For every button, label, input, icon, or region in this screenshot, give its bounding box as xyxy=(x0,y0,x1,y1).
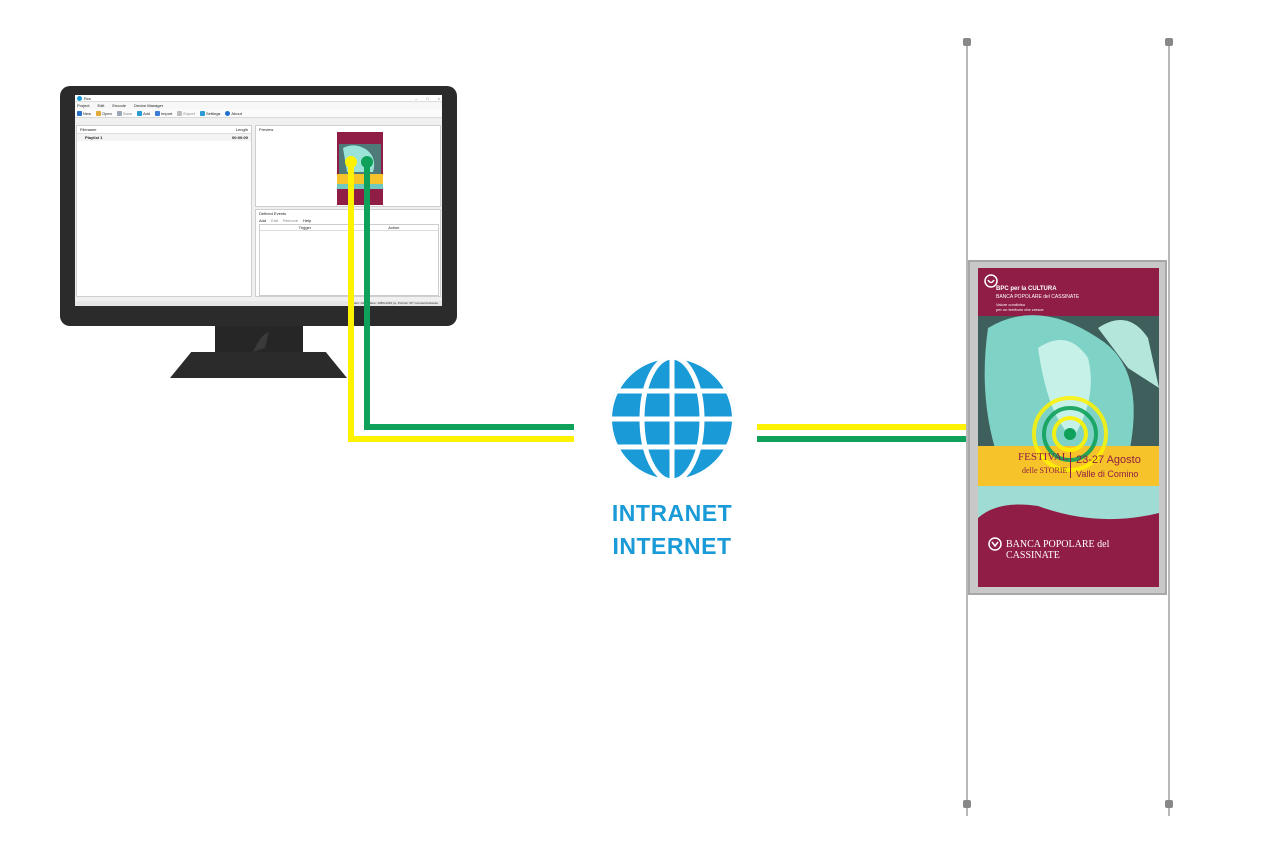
monitor-base xyxy=(170,352,347,378)
hanging-cable-left xyxy=(966,40,968,816)
export-button[interactable]: Export xyxy=(177,110,195,116)
window-title: Rcs xyxy=(84,95,91,101)
poster-org-title: BPC per la CULTURA xyxy=(996,286,1057,292)
yellow-wire-endpoint xyxy=(345,156,357,168)
festival-divider xyxy=(1070,452,1071,478)
digital-poster: BPC per la CULTURA BANCA POPOLARE del CA… xyxy=(978,268,1159,587)
length-column: Length xyxy=(235,127,248,132)
save-icon xyxy=(116,110,122,116)
green-wire-vertical xyxy=(364,160,370,430)
festival-title: FESTIVAL xyxy=(1018,451,1069,463)
event-edit-button[interactable]: Edit xyxy=(271,218,279,223)
yellow-wire-right xyxy=(757,424,1067,430)
export-label: Export xyxy=(183,110,195,116)
info-icon xyxy=(225,110,231,116)
ribbon-tabs: Project Edit Encode Device Manager xyxy=(75,102,442,109)
save-label: Save xyxy=(122,110,132,116)
filename-column: Filename xyxy=(80,127,97,132)
import-icon xyxy=(155,110,161,116)
event-remove-button[interactable]: Remove xyxy=(283,218,298,223)
playlist-header: Filename Length xyxy=(77,126,251,134)
new-icon xyxy=(77,110,82,116)
app-icon xyxy=(77,95,82,101)
poster-artwork xyxy=(978,315,1159,520)
gear-icon xyxy=(199,110,205,116)
network-label-internet: INTERNET xyxy=(612,533,732,559)
about-button[interactable]: About xyxy=(225,110,242,116)
status-bar: Encoder: idle · Video: 1080x1920 px, Por… xyxy=(75,301,442,306)
events-label: Defined Events xyxy=(259,211,287,216)
globe-icon xyxy=(610,357,734,481)
open-button[interactable]: Open xyxy=(96,110,112,116)
settings-label: Settings xyxy=(205,110,221,116)
action-column: Action xyxy=(388,225,400,230)
network-label-intranet: INTRANET xyxy=(611,500,733,526)
tab-device-manager[interactable]: Device Manager xyxy=(133,103,164,108)
poster-footer: BANCA POPOLARE del CASSINATE xyxy=(1006,539,1110,561)
playlist-length: 00:00:00 xyxy=(231,135,248,140)
green-wire-left xyxy=(364,424,574,430)
green-wire-endpoint xyxy=(361,156,373,168)
minimize-icon[interactable]: – xyxy=(415,95,418,101)
about-label: About xyxy=(231,110,242,116)
poster-tagline-2: per un territorio che cresce xyxy=(996,307,1044,312)
window-titlebar: Rcs – □ × xyxy=(75,95,442,102)
poster-bank-line: BANCA POPOLARE del CASSINATE xyxy=(996,294,1080,300)
tab-edit[interactable]: Edit xyxy=(97,103,105,108)
festival-dates: 23-27 Agosto xyxy=(1076,454,1141,466)
monitor-neck xyxy=(215,326,303,356)
ceiling-clip-left xyxy=(963,38,971,46)
floor-clip-right xyxy=(1165,800,1173,808)
playlist-name: Playlist 1 xyxy=(85,135,103,140)
preview-label: Preview xyxy=(259,127,274,132)
yellow-wire-left xyxy=(348,436,574,442)
new-label: New xyxy=(83,110,92,116)
import-button[interactable]: Import xyxy=(155,110,173,116)
new-button[interactable]: New xyxy=(77,110,92,116)
poster-tagline-1: Valore condiviso xyxy=(996,302,1026,307)
tab-encode[interactable]: Encode xyxy=(112,103,126,108)
bpc-logo-icon xyxy=(984,274,998,288)
save-button[interactable]: Save xyxy=(116,110,132,116)
playlist-row[interactable]: Playlist 1 00:00:00 xyxy=(77,134,251,141)
playlist-panel: Filename Length Playlist 1 00:00:00 xyxy=(76,125,252,297)
trigger-column: Trigger xyxy=(298,225,312,230)
festival-place: Valle di Comino xyxy=(1076,469,1139,479)
close-icon[interactable]: × xyxy=(437,95,440,101)
settings-button[interactable]: Settings xyxy=(199,110,221,116)
events-toolbar: Add Edit Remove Help xyxy=(256,217,440,224)
green-wire-right xyxy=(757,436,1069,442)
add-label: Add xyxy=(142,110,151,116)
open-label: Open xyxy=(102,110,112,116)
event-help-button[interactable]: Help xyxy=(302,218,312,223)
folder-icon xyxy=(96,110,102,116)
plus-icon xyxy=(136,110,142,116)
software-window: Rcs – □ × Project Edit Encode Device Man… xyxy=(75,95,442,306)
export-icon xyxy=(177,110,183,116)
add-button[interactable]: Add xyxy=(136,110,151,116)
festival-subtitle: delle STORIE xyxy=(1022,466,1068,475)
tab-project[interactable]: Project xyxy=(77,103,90,108)
yellow-wire-vertical xyxy=(348,160,354,442)
ceiling-clip-right xyxy=(1165,38,1173,46)
maximize-icon[interactable]: □ xyxy=(426,95,429,101)
monitor-neck-highlight xyxy=(253,332,269,352)
preview-thumbnail xyxy=(337,132,383,205)
event-add-button[interactable]: Add xyxy=(259,218,267,223)
floor-clip-left xyxy=(963,800,971,808)
import-label: Import xyxy=(161,110,173,116)
bank-logo-icon xyxy=(988,537,1002,551)
toolbar: New Open Save Add Import Export Settings… xyxy=(75,109,442,118)
hanging-cable-right xyxy=(1168,40,1170,816)
